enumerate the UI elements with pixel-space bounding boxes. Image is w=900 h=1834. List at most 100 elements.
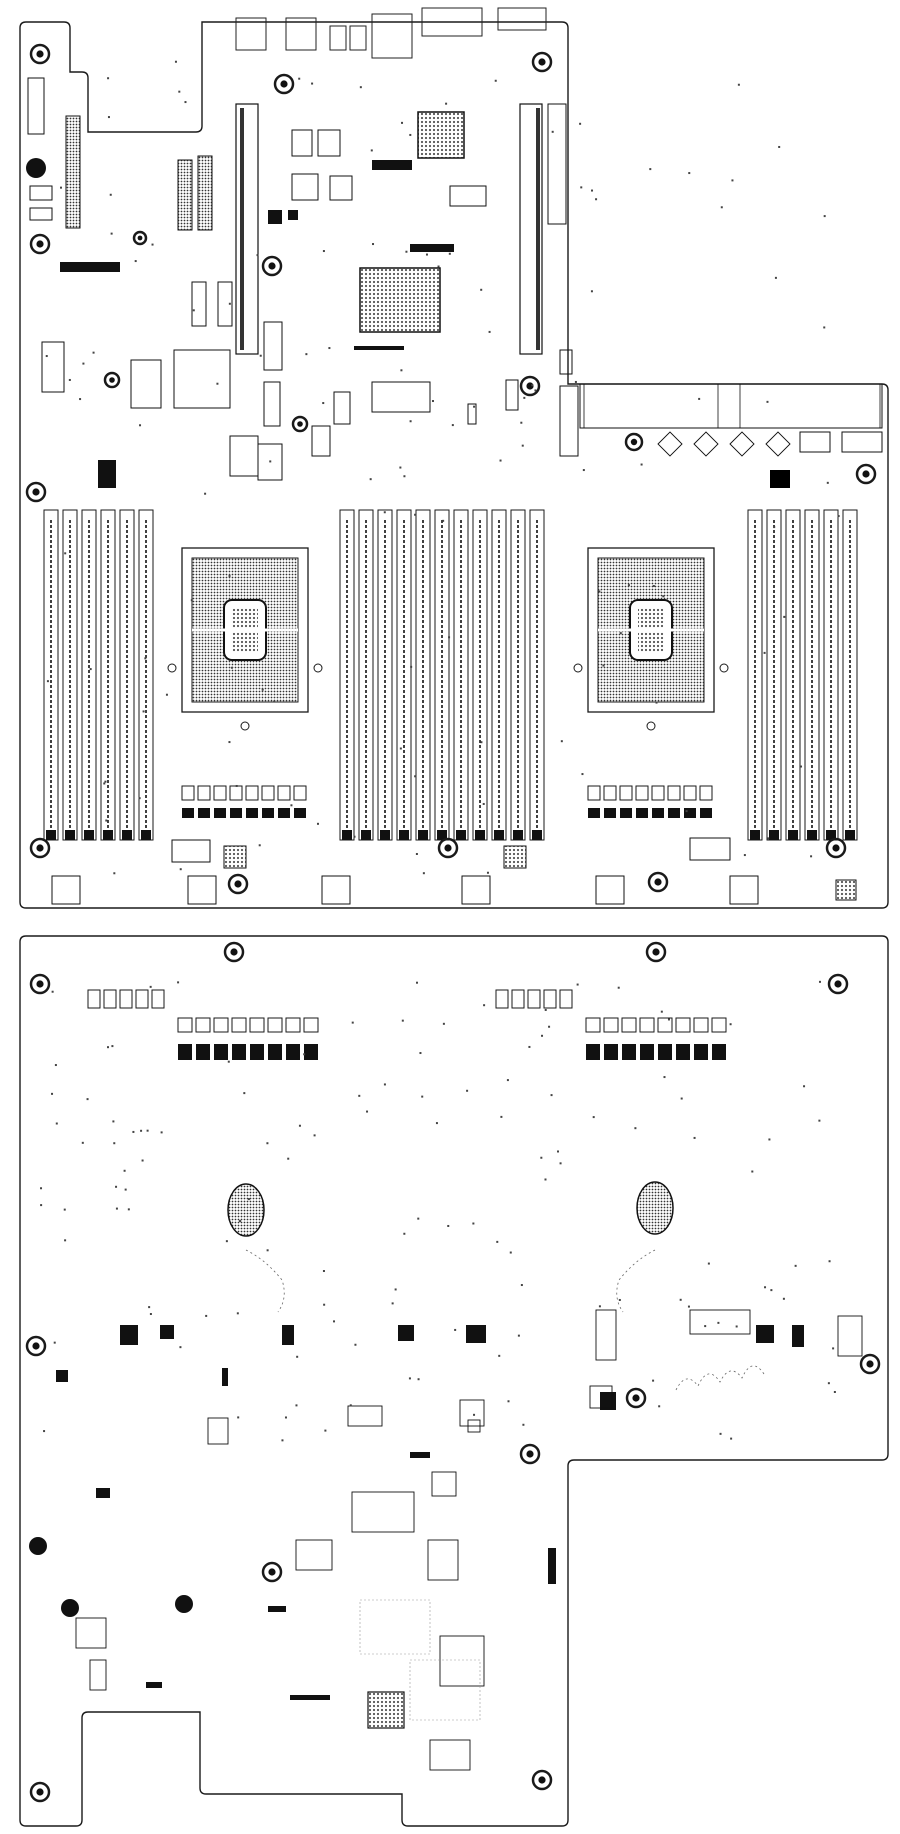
- via-dot: [823, 215, 826, 218]
- vrm-bottom-2-cap-2: [511, 989, 525, 1009]
- vrm-bottom-1-inductor-5: [249, 1017, 265, 1033]
- via-dot: [107, 77, 110, 80]
- via-dot: [707, 1262, 710, 1265]
- via-dot: [139, 424, 142, 427]
- via-dot: [324, 1429, 327, 1432]
- via-dot: [64, 552, 67, 555]
- top-mounting-hole-7: [26, 158, 46, 178]
- top-mounting-hole-1: [29, 43, 51, 65]
- cpu-socket-group: [167, 547, 729, 731]
- vrm-bottom-2-inductor-8: [711, 1017, 727, 1033]
- via-dot: [652, 585, 655, 588]
- vrm-top-1-inductor-1: [181, 785, 195, 801]
- via-dot: [399, 466, 402, 469]
- via-dot: [818, 980, 821, 983]
- via-dot: [204, 492, 207, 495]
- via-dot: [351, 1021, 354, 1024]
- bottom-mounting-hole-12: [175, 1595, 193, 1613]
- via-dot: [483, 1004, 486, 1007]
- top-mounting-hole-3: [273, 73, 295, 95]
- vrm-top-2-mosfet-3: [620, 808, 632, 818]
- vrm-top-1-mosfet-3: [214, 808, 226, 818]
- top-mounting-hole-12: [227, 873, 249, 895]
- top-vrm-group: [181, 785, 713, 818]
- dimm-slot-group: [43, 509, 858, 841]
- via-dot: [256, 254, 259, 257]
- via-dot: [417, 1378, 420, 1381]
- via-dot: [399, 747, 402, 750]
- via-dot: [480, 288, 483, 291]
- via-dot: [86, 1098, 89, 1101]
- via-dot: [370, 149, 373, 152]
- top-mounting-hole-18: [132, 230, 148, 246]
- via-dot: [794, 1264, 797, 1267]
- via-dot: [366, 1110, 369, 1113]
- top-component-clusters: [27, 77, 573, 488]
- vrm-top-1-mosfet-2: [198, 808, 210, 818]
- via-dot: [305, 353, 308, 356]
- via-dot: [142, 710, 145, 713]
- vrm-top-2-inductor-3: [619, 785, 633, 801]
- vrm-bottom-2-inductor-1: [585, 1017, 601, 1033]
- vrm-bottom-1-mosfet-6: [268, 1044, 282, 1060]
- via-dot: [652, 1379, 655, 1382]
- via-dot: [358, 1094, 361, 1097]
- via-dot: [431, 400, 434, 403]
- pch-bga-chip: [359, 267, 441, 333]
- via-dot: [403, 1232, 406, 1235]
- via-dot: [148, 1306, 151, 1309]
- via-dot: [216, 382, 219, 385]
- vrm-top-2-mosfet-1: [588, 808, 600, 818]
- dimm-center-slot-3-latch: [380, 830, 390, 840]
- via-dot: [333, 1320, 336, 1323]
- via-dot: [311, 82, 314, 85]
- vrm-bottom-1-inductor-3: [213, 1017, 229, 1033]
- bottom-bga-patches: [227, 1181, 674, 1729]
- via-dot: [113, 1142, 116, 1145]
- via-dot: [435, 1122, 438, 1125]
- via-dot: [225, 1240, 228, 1243]
- dimm-center-slot-10-latch: [513, 830, 523, 840]
- top-mounting-hole-18-center: [137, 235, 143, 241]
- via-dot: [179, 1346, 182, 1349]
- via-dot: [79, 398, 82, 401]
- via-dot: [239, 1220, 242, 1223]
- via-dot: [442, 1022, 445, 1025]
- via-dot: [499, 459, 502, 462]
- via-dot: [833, 1390, 836, 1393]
- cpu-socket-2-screw-1: [573, 663, 583, 673]
- via-dot: [531, 384, 534, 387]
- via-dot: [111, 1045, 114, 1048]
- via-dot: [205, 1314, 208, 1317]
- vrm-top-2-inductor-6: [667, 785, 681, 801]
- via-dot: [124, 1188, 127, 1191]
- vrm-top-2-mosfet-7: [684, 808, 696, 818]
- via-dot: [592, 1116, 595, 1119]
- top-mounting-hole-1-center: [36, 50, 44, 58]
- via-dot: [551, 130, 554, 133]
- dimm-right-slot-4-latch: [807, 830, 817, 840]
- via-dot: [228, 302, 231, 305]
- via-dot: [391, 1302, 394, 1305]
- via-dot: [737, 83, 740, 86]
- via-dot: [523, 396, 526, 399]
- top-mounting-hole-16: [291, 415, 309, 433]
- via-dot: [40, 1204, 43, 1207]
- via-dot: [281, 1439, 284, 1442]
- pcie-riser-slots: [177, 103, 567, 355]
- psu-bay: [559, 383, 883, 488]
- via-dot: [685, 810, 688, 813]
- via-dot: [494, 79, 497, 82]
- top-mounting-hole-5-center: [268, 262, 276, 270]
- via-dot: [179, 868, 182, 871]
- via-dot: [303, 1053, 306, 1056]
- vrm-bottom-2-inductor-7: [693, 1017, 709, 1033]
- via-dot: [828, 1260, 831, 1263]
- top-mounting-hole-5: [261, 255, 283, 277]
- dimm-left-slot-6-latch: [141, 830, 151, 840]
- vrm-top-1-mosfet-4: [230, 808, 242, 818]
- via-dot: [731, 179, 734, 182]
- vrm-top-1-inductor-7: [277, 785, 291, 801]
- via-dot: [735, 1325, 738, 1328]
- cpu-socket-2-screw-2: [719, 663, 729, 673]
